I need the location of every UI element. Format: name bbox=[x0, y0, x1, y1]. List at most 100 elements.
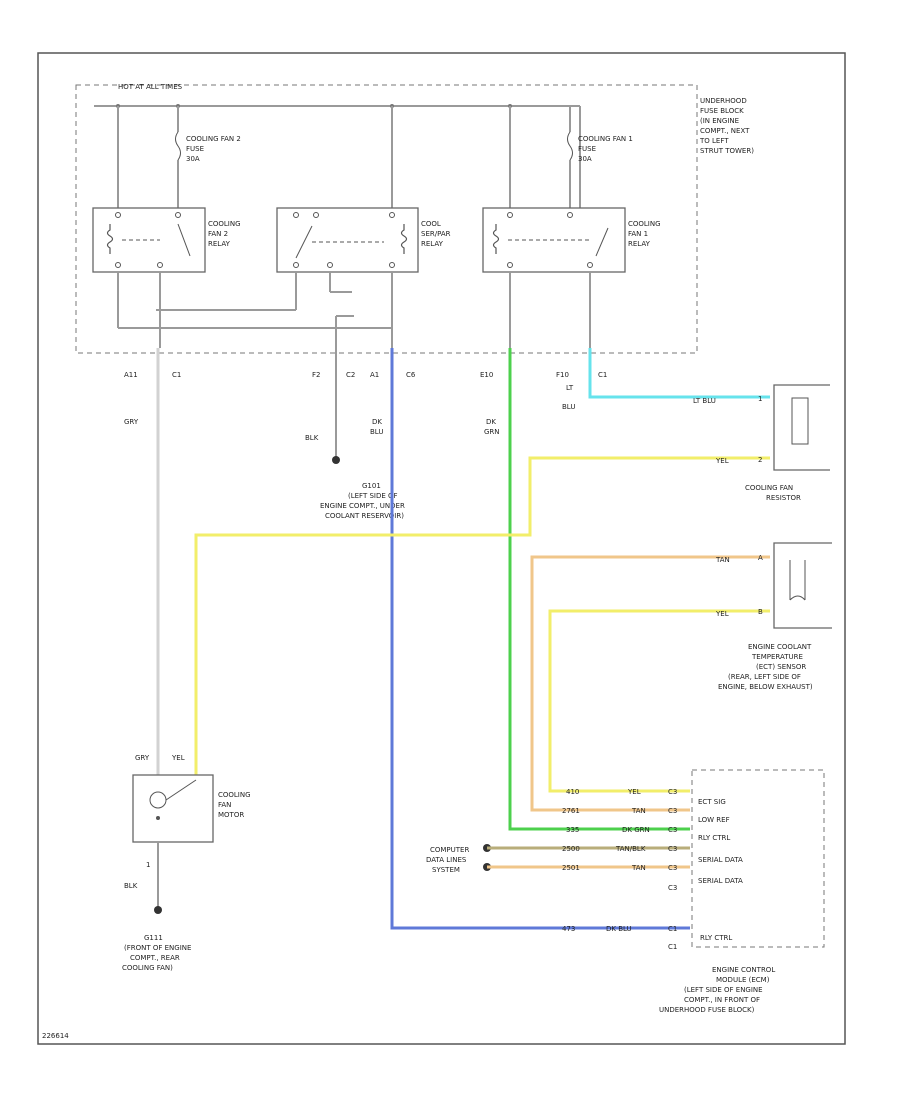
svg-text:DK: DK bbox=[486, 418, 496, 426]
svg-text:COMPT., NEXT: COMPT., NEXT bbox=[700, 127, 750, 135]
svg-text:2761: 2761 bbox=[562, 807, 580, 815]
wire-dk-grn: DK GRN bbox=[484, 348, 690, 831]
svg-text:SERIAL DATA: SERIAL DATA bbox=[698, 877, 743, 885]
svg-text:C1: C1 bbox=[668, 925, 677, 933]
svg-text:GRN: GRN bbox=[484, 428, 500, 436]
svg-text:UNDERHOOD FUSE BLOCK): UNDERHOOD FUSE BLOCK) bbox=[659, 1006, 755, 1014]
svg-text:SYSTEM: SYSTEM bbox=[432, 866, 460, 874]
wire-yel-ect: YEL bbox=[548, 609, 770, 793]
relay-cooling-fan-1: COOLING FAN 1 RELAY bbox=[482, 207, 661, 273]
svg-text:B: B bbox=[758, 608, 763, 616]
svg-text:COMPT., REAR: COMPT., REAR bbox=[130, 954, 180, 962]
svg-text:BLK: BLK bbox=[305, 434, 319, 442]
ect-sensor: A B ENGINE COOLANT TEMPERATURE (ECT) SEN… bbox=[718, 542, 832, 691]
diagram-frame bbox=[37, 52, 846, 1045]
svg-text:TAN/BLK: TAN/BLK bbox=[615, 845, 646, 853]
svg-text:A: A bbox=[758, 554, 763, 562]
diagram-id: 226614 bbox=[42, 1032, 69, 1040]
svg-text:DATA LINES: DATA LINES bbox=[426, 856, 467, 864]
svg-text:MOTOR: MOTOR bbox=[218, 811, 244, 819]
svg-text:FAN 2: FAN 2 bbox=[208, 230, 228, 238]
pin-c2: C2 bbox=[346, 371, 355, 379]
svg-text:YEL: YEL bbox=[171, 754, 185, 762]
svg-text:ECT SIG: ECT SIG bbox=[698, 798, 726, 806]
pin-f10: F10 bbox=[556, 371, 569, 379]
svg-text:2: 2 bbox=[758, 456, 762, 464]
svg-text:COOLING: COOLING bbox=[208, 220, 241, 228]
svg-text:COOLING: COOLING bbox=[218, 791, 251, 799]
svg-text:TEMPERATURE: TEMPERATURE bbox=[751, 653, 803, 661]
svg-text:TAN: TAN bbox=[631, 864, 646, 872]
relay-series-parallel: COOL SER/PAR RELAY bbox=[276, 207, 451, 273]
svg-text:BLK: BLK bbox=[124, 882, 138, 890]
pin-a11: A11 bbox=[124, 371, 138, 379]
pin-c6: C6 bbox=[406, 371, 416, 379]
svg-text:C3: C3 bbox=[668, 884, 677, 892]
svg-text:C3: C3 bbox=[668, 788, 677, 796]
svg-text:TAN: TAN bbox=[631, 807, 646, 815]
wire-gry-label: GRY bbox=[124, 418, 139, 426]
svg-text:GRY: GRY bbox=[135, 754, 150, 762]
svg-text:(LEFT SIDE OF ENGINE: (LEFT SIDE OF ENGINE bbox=[684, 986, 763, 994]
pin-a1: A1 bbox=[370, 371, 379, 379]
svg-text:DK GRN: DK GRN bbox=[622, 826, 650, 834]
svg-text:FUSE BLOCK: FUSE BLOCK bbox=[700, 107, 744, 115]
connector-pins: A11 C1 F2 C2 A1 C6 E10 F10 C1 LT BLU bbox=[124, 371, 607, 411]
svg-text:BLU: BLU bbox=[370, 428, 383, 436]
svg-text:C3: C3 bbox=[668, 826, 677, 834]
svg-text:DK: DK bbox=[372, 418, 382, 426]
ecm-module: ECT SIG LOW REF RLY CTRL SERIAL DATA SER… bbox=[659, 769, 825, 1014]
svg-text:LOW REF: LOW REF bbox=[698, 816, 730, 824]
hot-bus bbox=[94, 104, 580, 208]
svg-text:COOL: COOL bbox=[421, 220, 441, 228]
svg-text:SERIAL DATA: SERIAL DATA bbox=[698, 856, 743, 864]
wire-yel-motor: YEL bbox=[194, 456, 770, 775]
fuse-block-internal-wiring bbox=[117, 272, 591, 348]
hot-label: HOT AT ALL TIMES bbox=[118, 83, 183, 91]
svg-text:COMPUTER: COMPUTER bbox=[430, 846, 469, 854]
svg-text:LT BLU: LT BLU bbox=[693, 397, 716, 405]
svg-text:ENGINE COMPT., UNDER: ENGINE COMPT., UNDER bbox=[320, 502, 405, 510]
svg-text:ENGINE CONTROL: ENGINE CONTROL bbox=[712, 966, 775, 974]
wire-lt-blu: LT BLU bbox=[588, 348, 770, 405]
pin-f2: F2 bbox=[312, 371, 320, 379]
svg-text:STRUT TOWER): STRUT TOWER) bbox=[700, 147, 754, 155]
wire-tan-ect: TAN bbox=[530, 555, 770, 812]
wire-dk-blu: DK BLU bbox=[370, 348, 690, 930]
ground-g111: G111 (FRONT OF ENGINE COMPT., REAR COOLI… bbox=[122, 842, 191, 972]
computer-data-lines: COMPUTER DATA LINES SYSTEM bbox=[426, 844, 690, 874]
svg-text:RLY CTRL: RLY CTRL bbox=[700, 934, 732, 942]
svg-text:C1: C1 bbox=[668, 943, 677, 951]
svg-text:RESISTOR: RESISTOR bbox=[766, 494, 801, 502]
fuse-cooling-fan-1: COOLING FAN 1 FUSE 30A bbox=[567, 106, 633, 208]
svg-text:COMPT., IN FRONT OF: COMPT., IN FRONT OF bbox=[684, 996, 760, 1004]
svg-text:FAN 1: FAN 1 bbox=[628, 230, 648, 238]
svg-text:30A: 30A bbox=[578, 155, 592, 163]
svg-text:YEL: YEL bbox=[627, 788, 641, 796]
svg-text:MODULE (ECM): MODULE (ECM) bbox=[716, 976, 770, 984]
svg-text:C3: C3 bbox=[668, 845, 677, 853]
svg-text:2500: 2500 bbox=[562, 845, 580, 853]
svg-text:(FRONT OF ENGINE: (FRONT OF ENGINE bbox=[124, 944, 191, 952]
svg-text:BLU: BLU bbox=[562, 403, 575, 411]
fuse-block-label: UNDERHOOD FUSE BLOCK (IN ENGINE COMPT., … bbox=[699, 97, 754, 155]
svg-text:RELAY: RELAY bbox=[628, 240, 651, 248]
svg-text:335: 335 bbox=[566, 826, 579, 834]
svg-text:COOLING: COOLING bbox=[628, 220, 661, 228]
svg-text:473: 473 bbox=[562, 925, 575, 933]
svg-text:ENGINE, BELOW EXHAUST): ENGINE, BELOW EXHAUST) bbox=[718, 683, 813, 691]
relay-cooling-fan-2: COOLING FAN 2 RELAY bbox=[92, 207, 241, 273]
svg-text:G101: G101 bbox=[362, 482, 381, 490]
svg-text:(REAR, LEFT SIDE OF: (REAR, LEFT SIDE OF bbox=[728, 673, 801, 681]
svg-text:ENGINE COOLANT: ENGINE COOLANT bbox=[748, 643, 812, 651]
pin-e10: E10 bbox=[480, 371, 493, 379]
svg-text:1: 1 bbox=[758, 395, 762, 403]
svg-text:UNDERHOOD: UNDERHOOD bbox=[700, 97, 747, 105]
svg-text:RELAY: RELAY bbox=[208, 240, 231, 248]
svg-text:YEL: YEL bbox=[715, 610, 729, 618]
svg-text:2501: 2501 bbox=[562, 864, 580, 872]
ecm-wire-labels: 410 YEL C3 2761 TAN C3 335 DK GRN C3 250… bbox=[562, 788, 677, 933]
svg-text:C3: C3 bbox=[668, 864, 677, 872]
cooling-fan-resistor: 1 2 COOLING FAN RESISTOR bbox=[745, 384, 830, 502]
